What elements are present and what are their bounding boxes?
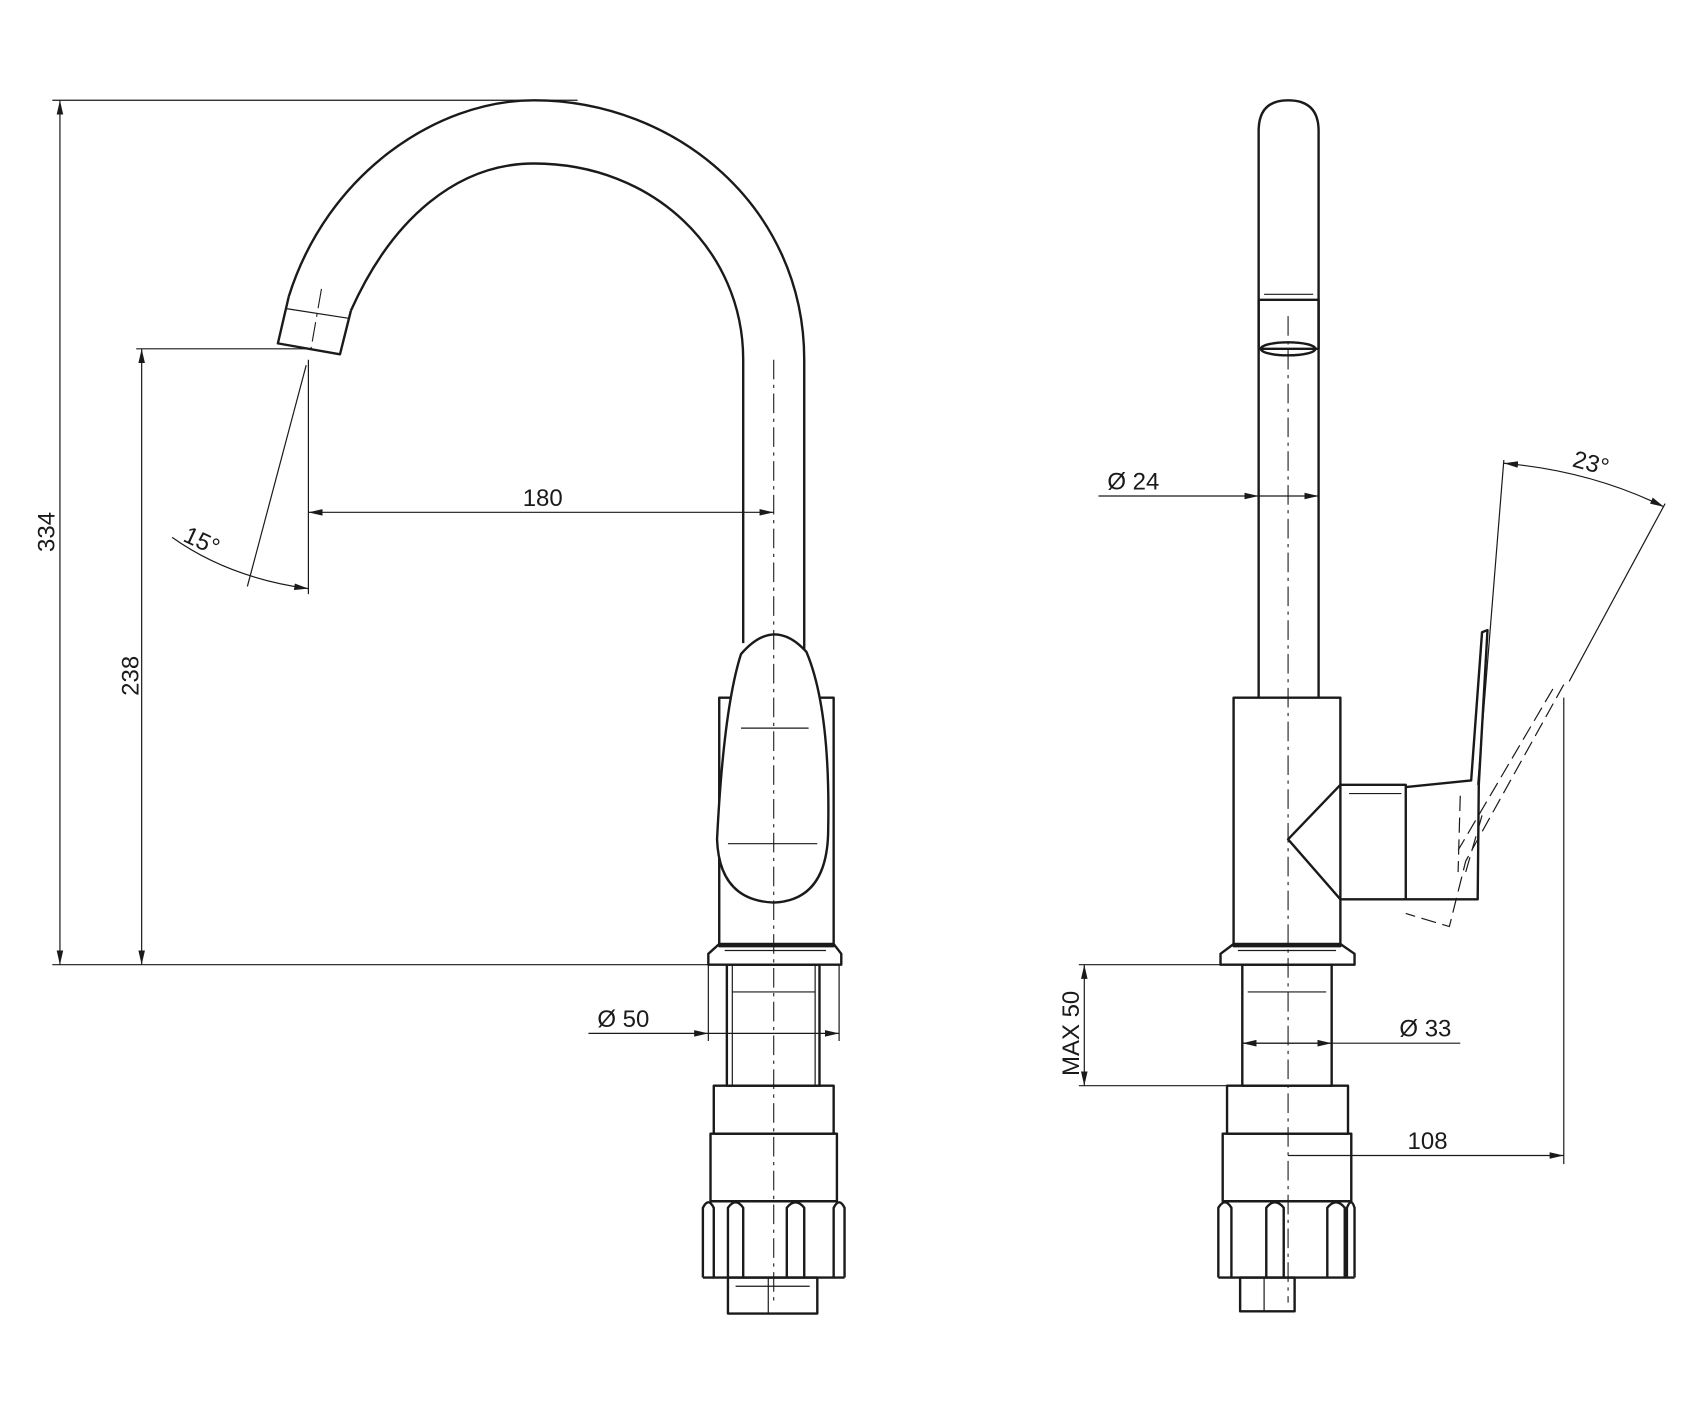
spout-outer (287, 99, 806, 655)
nut-lower-side (1221, 1132, 1353, 1203)
spout-tube (1257, 99, 1320, 698)
hose-fitting-side (1238, 1276, 1296, 1313)
dim-spout-height: 238 (117, 656, 144, 696)
aerator (276, 296, 353, 356)
castle-nut-side (1217, 1201, 1356, 1279)
shank-side (1241, 963, 1333, 1087)
dim-lever-angle: 23° (1570, 446, 1612, 481)
cartridge-housing (1286, 783, 1407, 901)
side-view: Ø 24 23° MAX 50 Ø 33 108 (1058, 99, 1666, 1313)
dim-spout-angle: 15° (179, 522, 223, 562)
dim-lever-reach: 108 (1408, 1128, 1448, 1155)
spout-inner (349, 162, 745, 644)
dim-total-height: 334 (33, 512, 60, 552)
lever-side (1405, 628, 1489, 901)
nut-lower (709, 1132, 839, 1203)
base-flange-side (1219, 942, 1356, 966)
dim-spout-diameter: Ø 24 (1107, 468, 1159, 495)
nut-upper-side (1225, 1084, 1350, 1135)
front-view: 334 238 180 15° Ø 50 (33, 99, 846, 1315)
lever-raised-outline (1405, 684, 1565, 928)
castle-nut (701, 1201, 846, 1279)
dim-base-diameter: Ø 50 (597, 1006, 649, 1033)
hose-fitting (726, 1276, 819, 1315)
dim-max-deck: MAX 50 (1058, 991, 1085, 1076)
aerator-side (1257, 298, 1320, 351)
dim-spout-reach: 180 (523, 485, 563, 512)
dim-shank-diameter: Ø 33 (1399, 1016, 1451, 1043)
body-side (1232, 696, 1342, 948)
handle-lever (715, 633, 830, 904)
base-flange (707, 942, 843, 966)
